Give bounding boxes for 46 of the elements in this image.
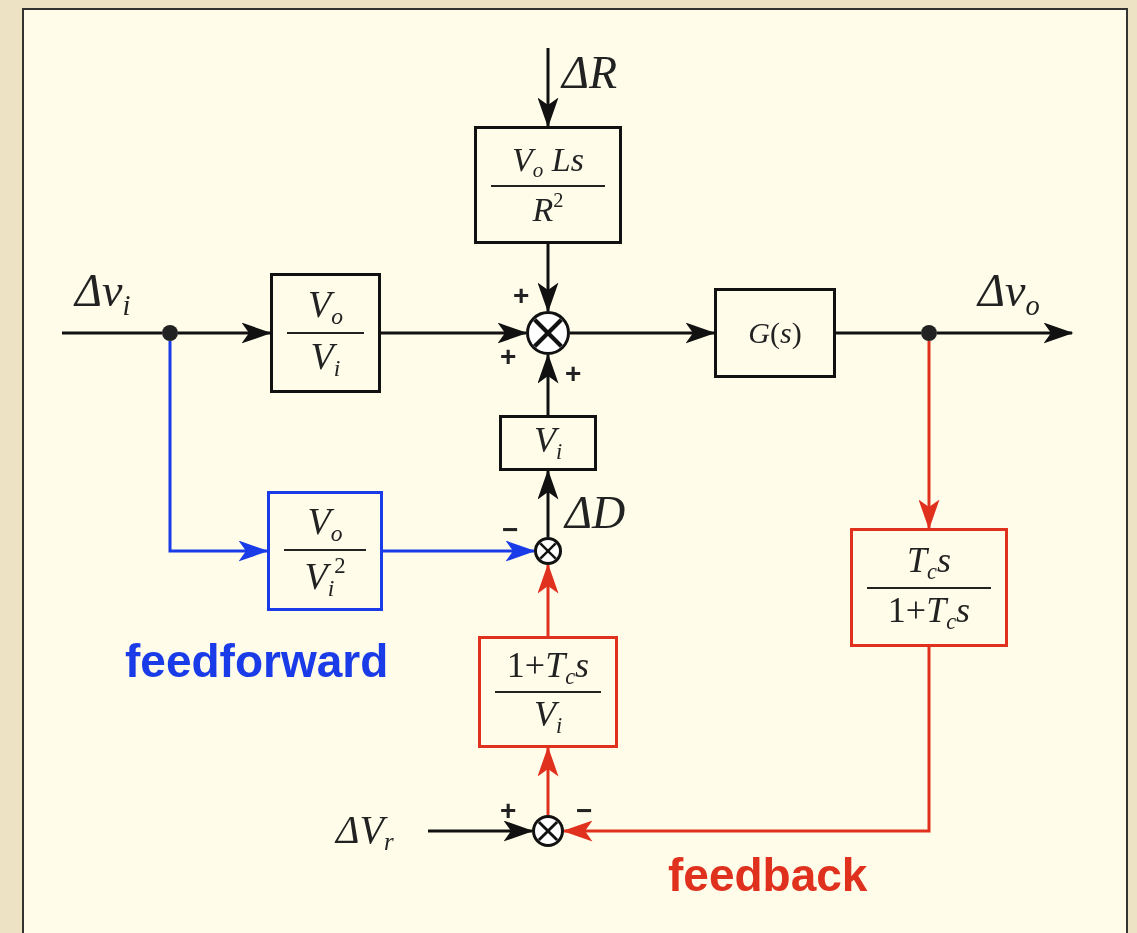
transfer-function-block xyxy=(714,288,836,378)
transfer-function-block xyxy=(499,415,597,471)
numerator: V$_{o}$ Ls xyxy=(511,142,585,182)
transfer-function-block xyxy=(478,636,618,748)
signal-label: ΔV$_{r}$ xyxy=(336,810,394,856)
sign-label: − xyxy=(576,797,593,825)
arrow xyxy=(537,469,559,537)
transfer-function-block xyxy=(474,126,622,244)
arrow xyxy=(428,820,534,842)
arrow xyxy=(937,322,1074,344)
sign-label: + xyxy=(500,797,517,825)
sign-label: + xyxy=(513,282,530,310)
numerator: 1+T$_{c}$s xyxy=(505,646,591,688)
arrow xyxy=(570,322,716,344)
denominator: V$_{i}$ xyxy=(309,337,342,381)
arrow xyxy=(381,322,528,344)
transfer-function-block xyxy=(270,273,381,393)
arrow xyxy=(537,244,559,313)
arrow xyxy=(178,322,272,344)
transfer-function: G(s) xyxy=(747,317,803,349)
arrow xyxy=(537,563,559,636)
arrow xyxy=(537,353,559,415)
arrow xyxy=(383,540,536,562)
edge-label: ΔD xyxy=(565,490,626,536)
arrow xyxy=(562,647,931,842)
signal-label: Δv$_{i}$ xyxy=(75,268,131,321)
transfer-function: V$_{i}$ xyxy=(532,422,564,464)
arrow xyxy=(918,341,940,530)
sign-label: + xyxy=(500,343,517,371)
sign-label: − xyxy=(502,516,519,544)
path-label: feedback xyxy=(668,852,868,898)
numerator: T$_{c}$s xyxy=(906,542,952,584)
path-label: feedforward xyxy=(125,638,389,684)
numerator: V$_{o}$ xyxy=(306,501,344,546)
transfer-function-block xyxy=(850,528,1008,647)
arrow xyxy=(168,341,269,562)
denominator: R$^{2}$ xyxy=(531,189,565,228)
sign-label: + xyxy=(565,360,582,388)
denominator: V$_{i}$ xyxy=(532,696,564,738)
numerator: V$_{o}$ xyxy=(307,285,344,329)
arrow xyxy=(537,48,559,128)
arrow xyxy=(537,746,559,815)
transfer-function-block xyxy=(267,491,383,611)
denominator: 1+T$_{c}$s xyxy=(886,591,972,633)
signal-label: Δv$_{o}$ xyxy=(978,268,1040,321)
edge-label: ΔR xyxy=(562,50,618,96)
